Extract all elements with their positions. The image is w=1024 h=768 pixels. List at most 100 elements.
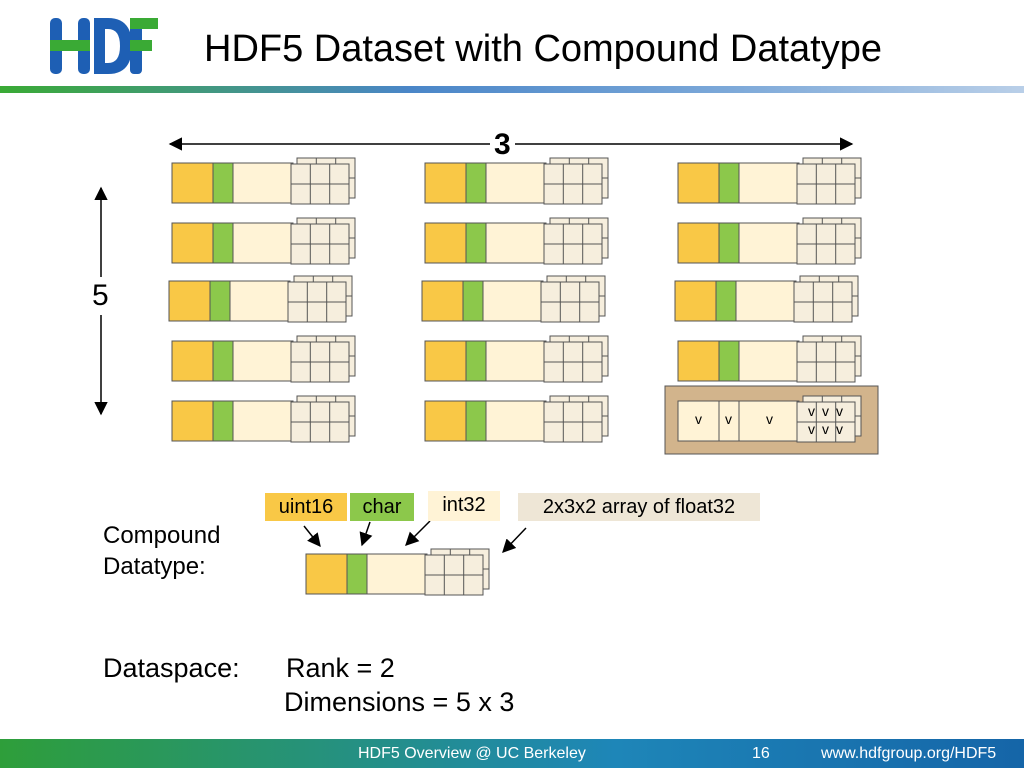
compound-record [677, 395, 862, 443]
cell-mark: v [822, 403, 829, 419]
char-cell [718, 340, 740, 382]
float-array-stack [290, 335, 356, 383]
footer-url: www.hdfgroup.org/HDF5 [821, 745, 997, 762]
float-array-stack [796, 157, 862, 205]
uint16-cell [171, 340, 214, 382]
compound-record [424, 217, 609, 265]
int32-cell [229, 280, 291, 322]
compound-record [171, 395, 356, 443]
uint16-cell [168, 280, 211, 322]
char-cell [346, 553, 368, 595]
cell-mark: v [725, 411, 732, 427]
field-label-float-array: 2x3x2 array of float32 [518, 493, 760, 521]
uint16-cell [677, 222, 720, 264]
int32-cell [232, 222, 294, 264]
footer-bar [0, 739, 1024, 768]
float-array-stack [543, 217, 609, 265]
float-array-stack [796, 217, 862, 265]
compound-record [677, 335, 862, 383]
dataspace-label: Dataspace: [103, 653, 240, 683]
cell-mark: v [836, 403, 843, 419]
uint16-cell [171, 400, 214, 442]
float-array-stack [543, 395, 609, 443]
int32-cell [232, 400, 294, 442]
uint16-cell [424, 400, 467, 442]
dim-cols-label: 3 [490, 128, 515, 162]
char-cell [715, 280, 737, 322]
char-cell [718, 162, 740, 204]
field-label-char: char [350, 493, 414, 521]
int32-cell [485, 400, 547, 442]
compound-record [424, 395, 609, 443]
field-label-int32: int32 [428, 491, 500, 521]
compound-record [171, 335, 356, 383]
char-cell [465, 400, 487, 442]
slide-title: HDF5 Dataset with Compound Datatype [204, 28, 882, 70]
int32-cell [738, 162, 800, 204]
compound-record [677, 217, 862, 265]
char-cell [212, 162, 234, 204]
char-cell [209, 280, 231, 322]
dataspace-dimensions: Dimensions = 5 x 3 [284, 687, 515, 717]
int32-cell [485, 222, 547, 264]
compound-record [424, 157, 609, 205]
int32-cell [485, 162, 547, 204]
float-array-stack [796, 395, 862, 443]
char-cell [462, 280, 484, 322]
uint16-cell [424, 222, 467, 264]
compound-record [168, 275, 353, 323]
cell-mark: v [766, 411, 773, 427]
char-cell [212, 340, 234, 382]
compound-label-line2: Datatype: [103, 553, 206, 580]
char-cell [212, 400, 234, 442]
float-array-pointer-arrow [502, 527, 527, 553]
dataset-diagram [94, 137, 879, 596]
hdf-logo [50, 18, 158, 74]
uint16-cell [677, 340, 720, 382]
cell-mark: v [836, 421, 843, 437]
logo-f-icon [130, 18, 158, 74]
cell-mark: v [822, 421, 829, 437]
dataspace-rank: Rank = 2 [286, 653, 395, 683]
float-array-stack [287, 275, 353, 323]
uint16-cell [424, 162, 467, 204]
char-cell [465, 222, 487, 264]
uint16-cell [424, 340, 467, 382]
float-array-stack [543, 335, 609, 383]
uint16-cell [421, 280, 464, 322]
int32-cell [232, 162, 294, 204]
char-cell [212, 222, 234, 264]
char-cell [465, 162, 487, 204]
float-array-stack [543, 157, 609, 205]
uint16-pointer-arrow [303, 525, 321, 548]
int32-cell [485, 340, 547, 382]
logo-h-icon [50, 18, 90, 74]
int32-cell [738, 340, 800, 382]
uint16-cell [305, 553, 348, 595]
compound-label-line1: Compound [103, 522, 221, 549]
footer-center-text: HDF5 Overview @ UC Berkeley [358, 745, 586, 762]
char-pointer-arrow [359, 521, 373, 547]
uint16-cell [171, 222, 214, 264]
header-rule [0, 86, 1024, 93]
int32-cell [482, 280, 544, 322]
compound-record [677, 157, 862, 205]
dim-rows-label: 5 [92, 277, 109, 315]
cell-mark: v [808, 421, 815, 437]
float-array-stack [796, 335, 862, 383]
compound-record [421, 275, 606, 323]
cell-mark: v [808, 403, 815, 419]
char-cell [718, 222, 740, 264]
char-cell [465, 340, 487, 382]
uint16-cell [171, 162, 214, 204]
compound-record [674, 275, 859, 323]
uint16-cell [677, 162, 720, 204]
compound-record [171, 217, 356, 265]
uint16-cell [677, 400, 720, 442]
footer-page-number: 16 [752, 745, 770, 762]
int32-pointer-arrow [405, 520, 431, 546]
int32-cell [735, 280, 797, 322]
int32-cell [232, 340, 294, 382]
float-array-stack [290, 157, 356, 205]
